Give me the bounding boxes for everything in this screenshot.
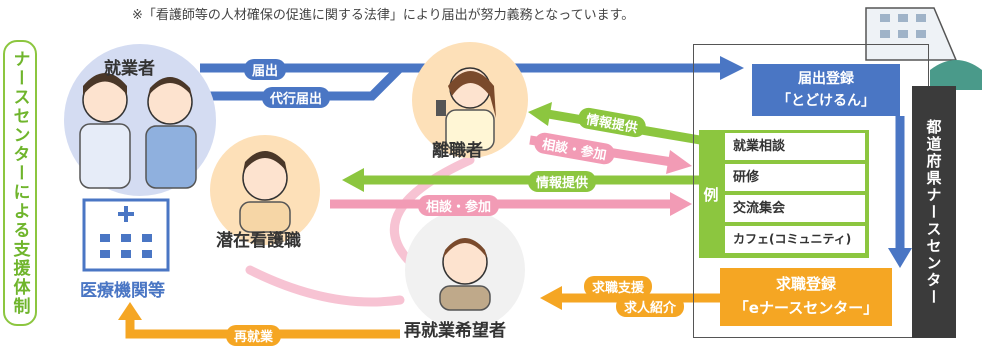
legal-note: ※「看護師等の人材確保の促進に関する法律」により届出が努力義務となっています。 xyxy=(132,8,635,23)
reemploy-head xyxy=(118,302,142,320)
examples-label: 例 xyxy=(703,185,719,204)
pink-curve-arrow-2 xyxy=(245,265,405,307)
blue-down-head xyxy=(888,248,912,268)
registration-name: 「とどけるん」 xyxy=(777,93,875,109)
job-intro-label: 求人紹介 xyxy=(616,296,685,317)
pink-curve-arrow xyxy=(389,155,475,267)
nurse-center-bar: 都道府県ナースセンター xyxy=(912,86,956,338)
job-support-label: 求職支援 xyxy=(584,276,653,297)
info-arrow2-head xyxy=(342,168,364,192)
consult2-label: 相談・参加 xyxy=(418,195,500,216)
notify-label: 届出 xyxy=(244,59,287,80)
job-registration-name: 「eナースセンター」 xyxy=(733,299,879,317)
proxy-notify-line xyxy=(200,64,404,101)
latent-label: 潜在看護職 xyxy=(216,231,301,251)
resigned-label: 離職者 xyxy=(432,141,483,161)
seeker-person-icon xyxy=(439,238,491,311)
example-item: 就業相談 xyxy=(725,133,865,160)
job-registration-title: 求職登録 xyxy=(775,275,836,293)
employee-figures-icon xyxy=(79,73,197,189)
nurse-center-label: 都道府県ナースセンター xyxy=(924,118,943,306)
latent-person-icon xyxy=(239,151,291,233)
proxy-notify-label: 代行届出 xyxy=(262,87,331,108)
info2-label: 情報提供 xyxy=(528,171,597,192)
consult-arrow2-head xyxy=(670,192,692,216)
support-system-label: ナースセンターによる支援体制 xyxy=(9,50,30,316)
example-item: 研修 xyxy=(725,164,865,191)
medical-label: 医療機関等 xyxy=(80,281,165,301)
job-registration-box: 求職登録 「eナースセンター」 xyxy=(720,268,892,326)
example-item: 交流集会 xyxy=(725,195,865,222)
resigned-person-icon xyxy=(436,67,496,151)
notify-arrow-head xyxy=(720,56,744,80)
hospital-icon xyxy=(82,198,170,272)
employees-label: 就業者 xyxy=(104,59,155,79)
job-arrow-head xyxy=(540,286,562,310)
building-icon xyxy=(865,7,982,90)
example-item: カフェ(コミュニティ) xyxy=(725,226,865,253)
info-arrow1-head xyxy=(528,102,552,126)
reemploy-label: 再就業 xyxy=(226,325,282,346)
registration-box: 届出登録 「とどけるん」 xyxy=(752,64,900,116)
consult-arrow1-head xyxy=(666,150,692,174)
seeker-label: 再就業希望者 xyxy=(404,321,506,341)
registration-title: 届出登録 xyxy=(798,71,854,87)
reemploy-line xyxy=(125,318,400,339)
support-system-label-box: ナースセンターによる支援体制 xyxy=(3,40,37,326)
